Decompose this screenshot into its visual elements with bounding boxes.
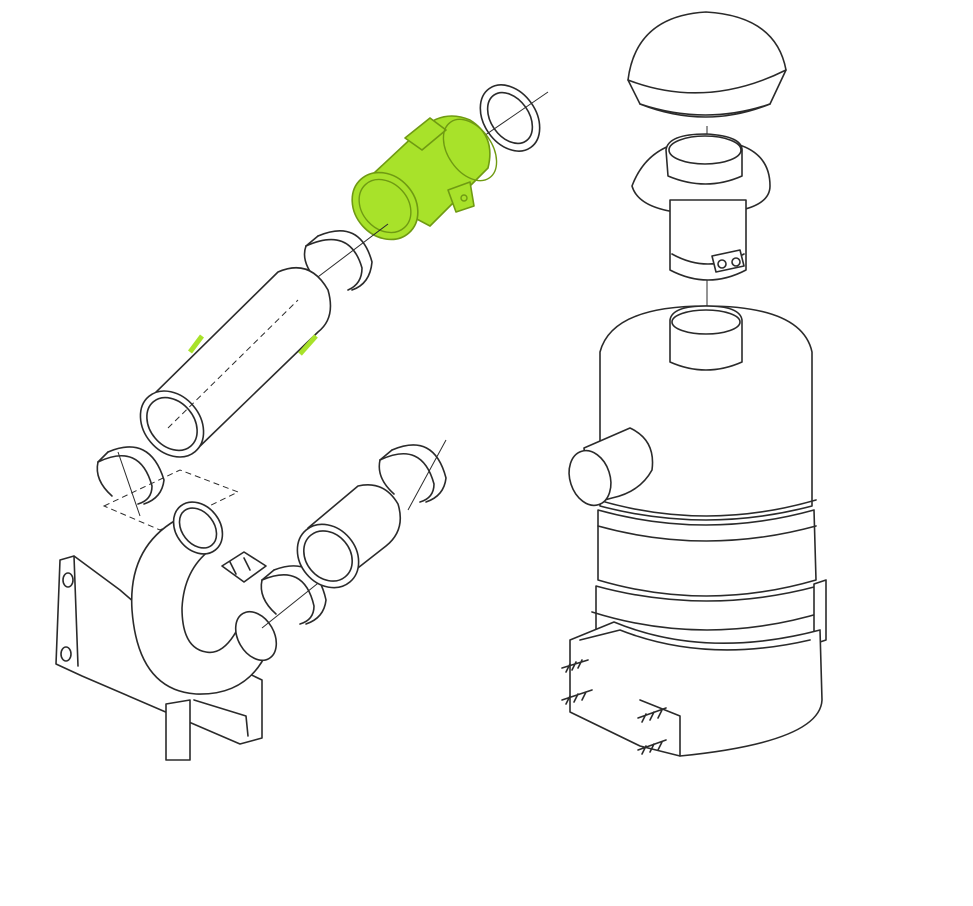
flexible-hose-long[interactable] [127,266,332,470]
hose-marking-2 [298,334,318,356]
mounting-stud-4[interactable] [637,739,667,755]
air-intake-elbow-connector[interactable] [339,110,508,253]
inlet-tube-with-flange[interactable] [631,133,771,281]
sealing-ring-upper[interactable] [468,74,552,163]
hose-clamp-right[interactable] [378,439,447,511]
mounting-stud-2[interactable] [561,689,593,705]
connector-flange [404,117,447,151]
flexible-hose-short[interactable] [285,484,402,600]
u-bend-elbow-pipe[interactable] [130,492,285,761]
mounting-stud-1[interactable] [561,659,589,673]
mounting-stud-3[interactable] [637,707,667,723]
projection-box [102,469,240,531]
rain-cap[interactable] [627,11,787,118]
hose-clip-small[interactable] [221,551,267,583]
hose-clamp-middle[interactable] [96,446,165,517]
hose-marking-1 [188,334,204,354]
base-mounting-frame[interactable] [569,621,823,757]
side-outlet-pipe[interactable] [562,427,654,511]
